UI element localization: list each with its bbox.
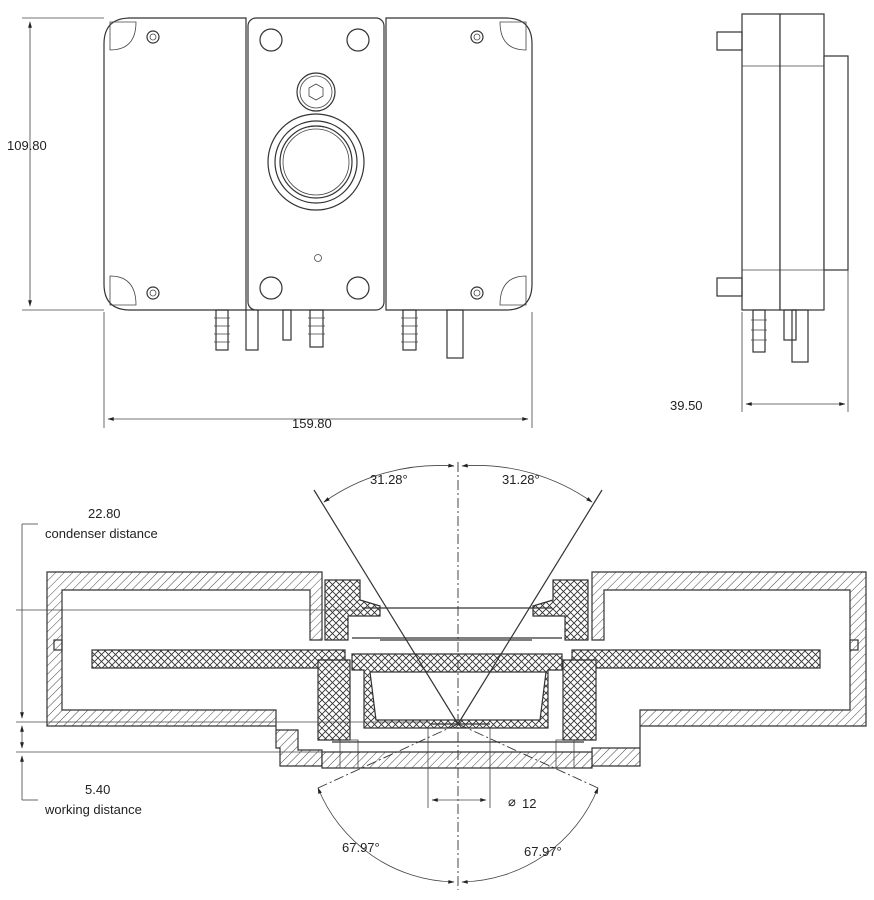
condenser-label: condenser distance [45,526,158,541]
angle-bottom-right: 67.97° [524,844,562,859]
height-dimension: 109.80 [7,17,104,311]
angle-top-left: 31.28° [370,472,408,487]
aperture-symbol: ⌀ [508,794,516,809]
section-view [46,571,867,769]
working-value: 5.40 [85,782,110,797]
width-label: 159.80 [292,416,332,431]
condenser-value: 22.80 [88,506,121,521]
aperture-label: 12 [522,796,536,811]
depth-label: 39.50 [670,398,703,413]
working-label: working distance [44,802,142,817]
distance-dimensions: 22.80 condenser distance 5.40 working di… [16,506,430,817]
side-view [716,13,849,363]
angle-bottom-left: 67.97° [342,840,380,855]
height-label: 109.80 [7,138,47,153]
front-view [103,17,533,359]
bottom-fittings [214,309,464,359]
top-angles: 31.28° 31.28° [323,463,593,503]
angle-top-right: 31.28° [502,472,540,487]
width-dimension: 159.80 [103,312,533,431]
depth-dimension: 39.50 [670,270,849,413]
bottom-angles: 67.97° 67.97° [317,787,599,884]
